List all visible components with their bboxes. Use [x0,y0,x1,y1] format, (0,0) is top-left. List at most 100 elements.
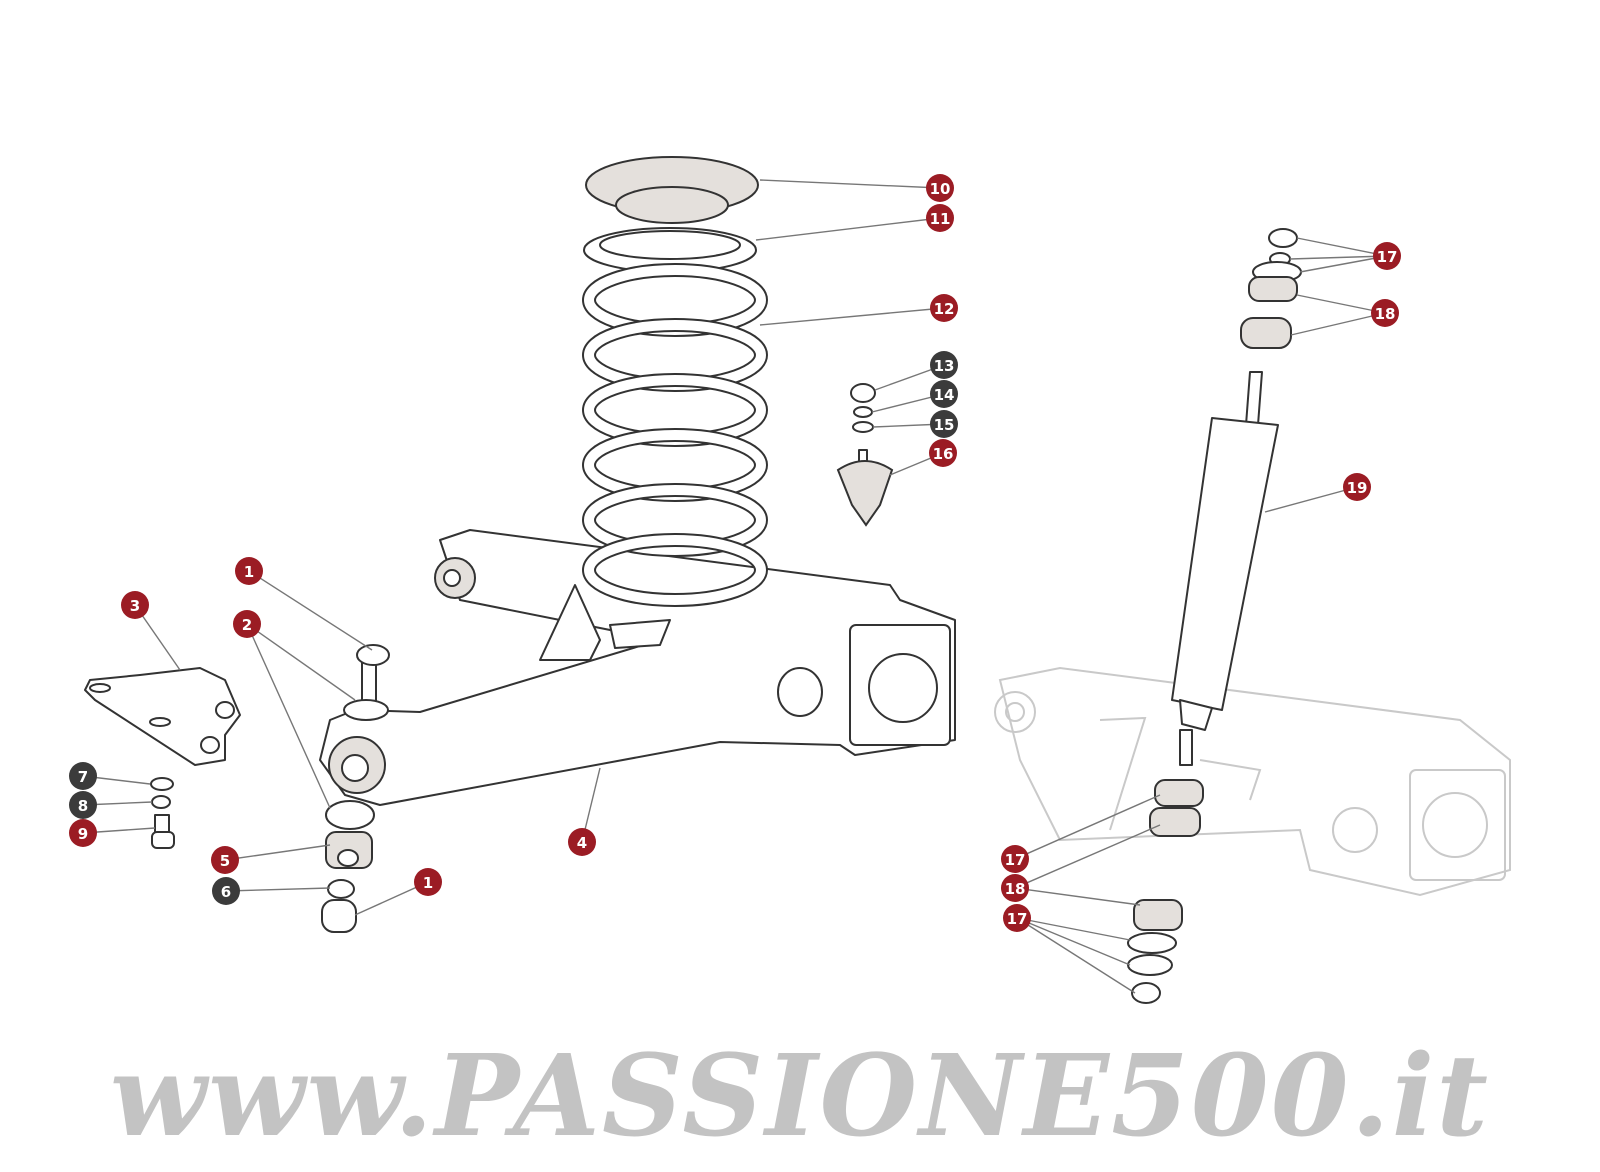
leader-line [1016,917,1136,994]
callout-number: 6 [221,883,231,901]
callout-badge [930,410,958,438]
callout-number: 8 [78,797,88,815]
callout-number: 4 [577,834,587,852]
callout-number: 17 [1005,851,1026,869]
callout-badge [929,439,957,467]
callout-8: 8 [69,791,153,819]
leader-line [224,844,331,861]
shock-absorber [1127,228,1302,1004]
leader-line [759,307,945,326]
callout-6: 6 [212,877,331,905]
callout-badge [930,380,958,408]
callout-17: 17 [1001,794,1161,873]
leader-line [246,623,356,701]
callout-number: 13 [934,357,955,375]
callout-1: 1 [235,557,373,651]
leader-line [1014,887,1141,906]
callout-number: 18 [1005,880,1026,898]
callout-19: 19 [1264,473,1371,513]
callout-badge [1001,874,1029,902]
leader-line [759,179,941,189]
callout-number: 9 [78,825,88,843]
leader-line [1289,255,1388,260]
callout-badge [930,351,958,379]
callout-14: 14 [871,380,958,413]
callout-9: 9 [69,819,156,847]
spring-coil [584,485,766,555]
bolt-washer-set [150,777,175,849]
callout-5: 5 [211,844,331,874]
leader-line [1016,917,1131,966]
leader-line [755,217,941,241]
callout-4: 4 [568,767,601,856]
callout-number: 17 [1377,248,1398,266]
callout-3: 3 [121,591,181,671]
callout-badge [69,791,97,819]
leader-line [1016,917,1131,941]
callout-10: 10 [759,174,954,202]
leader-line [1290,312,1386,336]
callout-number: 10 [930,180,951,198]
callout-number: 14 [934,386,955,404]
leader-line [225,887,331,892]
callout-badge [930,294,958,322]
callout-17: 17 [1003,904,1136,994]
callout-number: 11 [930,210,951,228]
callout-number: 15 [934,416,955,434]
leader-line [246,623,331,809]
leader-line [248,570,373,651]
callout-badge [1003,904,1031,932]
leader-line [1014,794,1161,860]
callout-2: 2 [233,610,356,809]
leader-line [1014,824,1161,889]
callout-number: 3 [130,597,140,615]
callout-number: 2 [242,616,252,634]
callout-badge [926,174,954,202]
callout-badge [212,877,240,905]
callout-badge [414,868,442,896]
watermark: www.PASSIONE500.it [110,1031,1490,1162]
callout-badge [926,204,954,232]
callout-number: 7 [78,768,88,786]
callout-badge [1343,473,1371,501]
callout-12: 12 [759,294,958,326]
callout-17: 17 [1289,237,1401,273]
callout-badge [69,762,97,790]
pivot-pin-and-bushings [321,644,390,933]
callout-badge [69,819,97,847]
callout-7: 7 [69,762,151,790]
callout-11: 11 [755,204,954,241]
spring-coil [584,535,766,605]
callout-15: 15 [872,410,958,438]
callout-18: 18 [1001,824,1161,906]
callout-badge [1001,845,1029,873]
callout-number: 1 [244,563,254,581]
callout-badge [233,610,261,638]
callout-number: 17 [1007,910,1028,928]
lower-control-arm [319,529,956,806]
mounting-bracket [84,667,241,766]
callout-number: 16 [933,445,954,463]
callout-badge [568,828,596,856]
bump-stop-set [836,383,894,527]
callout-18: 18 [1290,294,1399,336]
callout-number: 1 [423,874,433,892]
coil-spring-assembly [583,156,759,273]
leader-line [1296,294,1386,314]
leader-line [1299,255,1388,273]
callout-number: 19 [1347,479,1368,497]
leader-line [1296,237,1388,257]
callout-badge [211,846,239,874]
callout-badge [121,591,149,619]
faded-arm-assembly [994,666,1511,897]
callout-number: 12 [934,300,955,318]
callout-13: 13 [874,351,958,391]
callout-badge [235,557,263,585]
callout-badge [1371,299,1399,327]
leader-line [1264,486,1358,513]
callout-number: 5 [220,852,230,870]
coil-spring [582,263,768,607]
callout-badge [1373,242,1401,270]
